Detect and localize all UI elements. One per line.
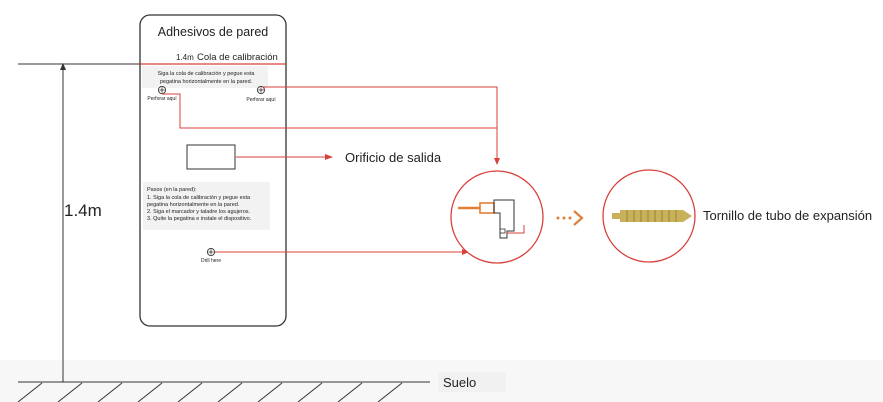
expansion-screw-label: Tornillo de tubo de expansión (703, 208, 872, 223)
instruction-box (142, 66, 268, 88)
outlet-label: Orificio de salida (345, 150, 442, 165)
expansion-dowel-icon (612, 210, 692, 222)
drill-left-label: Perforar aquí (147, 96, 177, 102)
step-3: 3. Quite la pegatina e instale el dispos… (147, 216, 252, 222)
bottom-arrow-head-icon (462, 249, 469, 255)
wall-sticker (139, 14, 287, 327)
step-2: 2. Siga el marcador y taladre los agujer… (147, 209, 250, 215)
height-mark-text: 1.4m (176, 53, 194, 62)
drill-target-bottom-icon (206, 247, 216, 257)
calibration-tail-label: Cola de calibración (197, 52, 278, 63)
outlet-hole (186, 144, 236, 170)
dotted-arrow-icon (556, 210, 584, 226)
height-label: 1.4m (64, 201, 102, 220)
step-1-line-2: pegatina horizontalmente en la pared. (147, 202, 240, 208)
floor-hatching (17, 382, 403, 402)
steps-box (143, 182, 270, 230)
instruction-line-2: pegatina horizontalmente en la pared. (160, 79, 253, 85)
outlet-arrow-head-icon (325, 154, 333, 160)
leader-lines (162, 86, 498, 253)
leader-left-drill (162, 93, 497, 129)
floor-label-box (438, 372, 506, 392)
sticker-title: Adhesivos de pared (158, 25, 269, 39)
drill-right-label: Perforar aquí (246, 97, 276, 103)
drill-icon (458, 199, 525, 239)
height-arrow-head-icon (60, 63, 66, 70)
drill-detail-circle (450, 170, 544, 264)
instruction-line-1: Siga la cola de calibración y pegue esta (158, 71, 256, 77)
steps-title: Pasos (en la pared): (147, 187, 197, 193)
drill-target-left-icon (157, 85, 167, 95)
leader-right-drill (263, 86, 498, 158)
drill-target-right-icon (256, 85, 266, 95)
panel-background (0, 0, 883, 360)
floor-label: Suelo (443, 375, 476, 390)
step-1-line-1: 1. Siga la cola de calibración y pegue e… (147, 195, 251, 201)
drill-arrow-head-icon (494, 158, 500, 165)
drill-bottom-label: Drill here (201, 258, 221, 264)
